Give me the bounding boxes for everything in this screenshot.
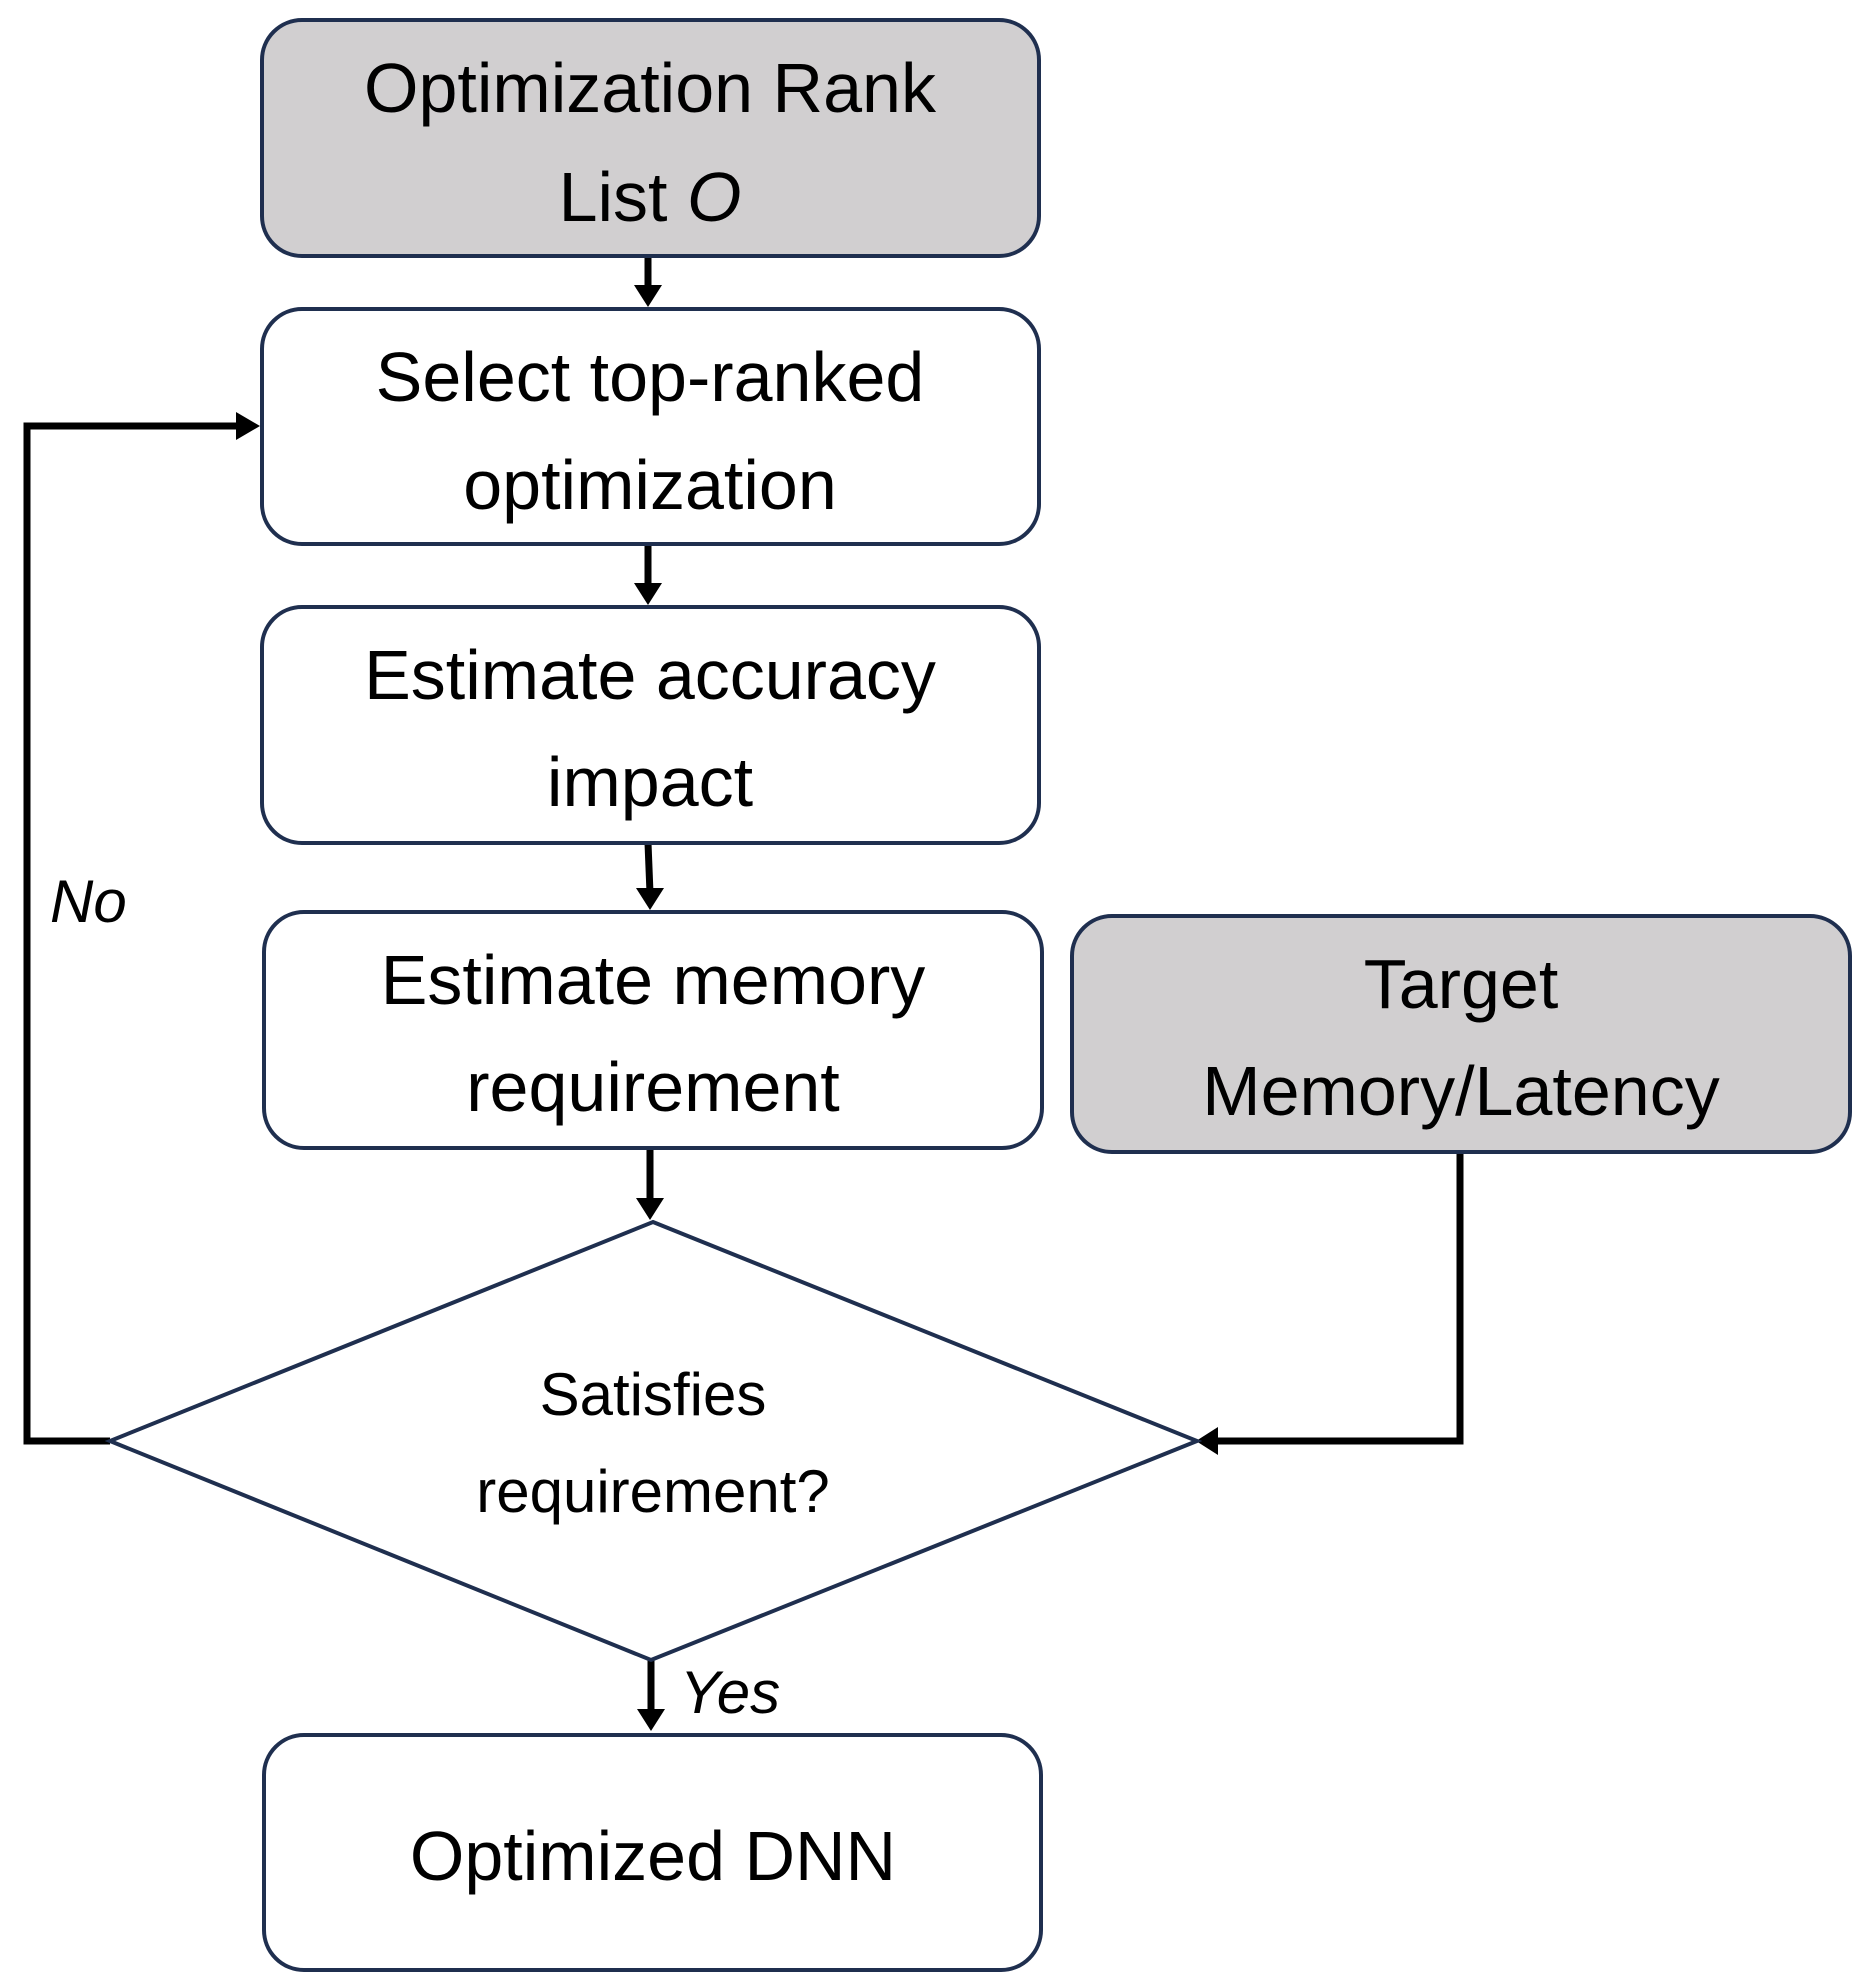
arrowhead-no-loop (236, 412, 260, 440)
edge-label-yes: Yes (680, 1659, 780, 1726)
connectors (23, 256, 1464, 1731)
node-optimized-dnn-label: Optimized DNN (410, 1817, 896, 1895)
node-select-optimization: Select top-ranked optimization (260, 307, 1041, 546)
node-select-optimization-line1: Select top-ranked (376, 338, 925, 416)
node-rank-list-variable: O (687, 158, 741, 236)
arrowhead-accuracy-to-memory (636, 888, 664, 910)
node-target-constraint: Target Memory/Latency (1070, 914, 1852, 1154)
node-rank-list-box (260, 18, 1041, 258)
node-decision-line2: requirement? (476, 1458, 830, 1525)
node-target-constraint-line1: Target (1364, 945, 1559, 1023)
node-decision-diamond (104, 1219, 1203, 1663)
node-estimate-accuracy-box (260, 605, 1041, 845)
node-target-constraint-line2: Memory/Latency (1202, 1052, 1719, 1130)
arrowhead-rank-to-select (634, 285, 662, 307)
arrowhead-select-to-accuracy (634, 583, 662, 605)
arrow-no-loop (23, 422, 240, 1445)
node-rank-list-line2-prefix: List (559, 158, 687, 236)
arrow-target-to-decision (1215, 1152, 1464, 1445)
node-rank-list: Optimization Rank List O (260, 18, 1041, 258)
node-optimized-dnn: Optimized DNN (262, 1733, 1043, 1972)
node-select-optimization-box (260, 307, 1041, 546)
node-target-constraint-box (1070, 914, 1852, 1154)
node-estimate-memory: Estimate memory requirement (262, 910, 1044, 1150)
node-estimate-memory-line2: requirement (466, 1048, 840, 1126)
node-decision: Satisfies requirement? (104, 1219, 1203, 1663)
node-select-optimization-line2: optimization (463, 446, 837, 524)
node-estimate-accuracy-line1: Estimate accuracy (364, 636, 936, 714)
edge-label-no: No (50, 868, 127, 935)
node-estimate-accuracy-line2: impact (547, 743, 753, 821)
arrowhead-memory-to-decision (636, 1198, 664, 1220)
node-estimate-accuracy: Estimate accuracy impact (260, 605, 1041, 845)
arrow-accuracy-to-memory (644, 842, 654, 894)
arrowhead-target-to-decision (1196, 1427, 1218, 1455)
node-rank-list-line2: List O (559, 158, 742, 236)
node-optimized-dnn-box (262, 1733, 1043, 1972)
node-estimate-memory-box (262, 910, 1044, 1150)
node-estimate-memory-line1: Estimate memory (381, 941, 926, 1019)
node-rank-list-line1: Optimization Rank (364, 49, 937, 127)
arrowhead-yes-to-output (637, 1709, 665, 1731)
node-decision-line1: Satisfies (540, 1361, 767, 1428)
